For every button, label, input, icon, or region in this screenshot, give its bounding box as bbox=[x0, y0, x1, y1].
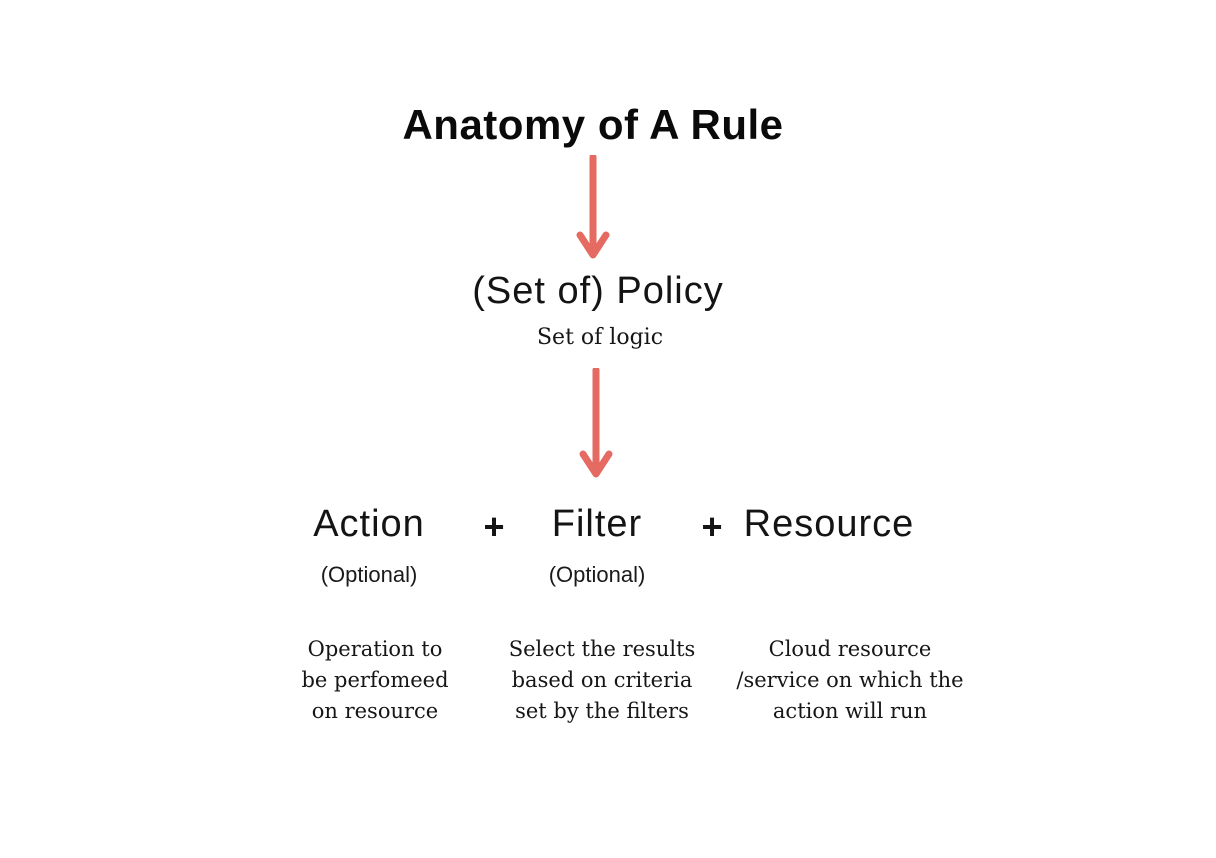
filter-description: Select the results based on criteria set… bbox=[508, 637, 696, 723]
plus-operator-icon: + bbox=[701, 506, 723, 547]
action-qualifier: (Optional) bbox=[320, 562, 418, 587]
down-arrow-icon bbox=[576, 155, 610, 259]
resource-description: Cloud resource /service on which the act… bbox=[736, 637, 964, 723]
policy-subheading: Set of logic bbox=[536, 325, 664, 350]
diagram-title: Anatomy of A Rule bbox=[402, 101, 784, 148]
plus-operator-icon: + bbox=[483, 506, 505, 547]
component-label-action: Action bbox=[313, 503, 425, 545]
filter-qualifier: (Optional) bbox=[548, 562, 646, 587]
down-arrow-icon bbox=[579, 368, 613, 478]
component-label-resource: Resource bbox=[743, 503, 915, 545]
action-description: Operation to be perfomeed on resource bbox=[301, 637, 449, 723]
policy-heading: (Set of) Policy bbox=[472, 270, 724, 312]
component-label-filter: Filter bbox=[551, 503, 643, 545]
